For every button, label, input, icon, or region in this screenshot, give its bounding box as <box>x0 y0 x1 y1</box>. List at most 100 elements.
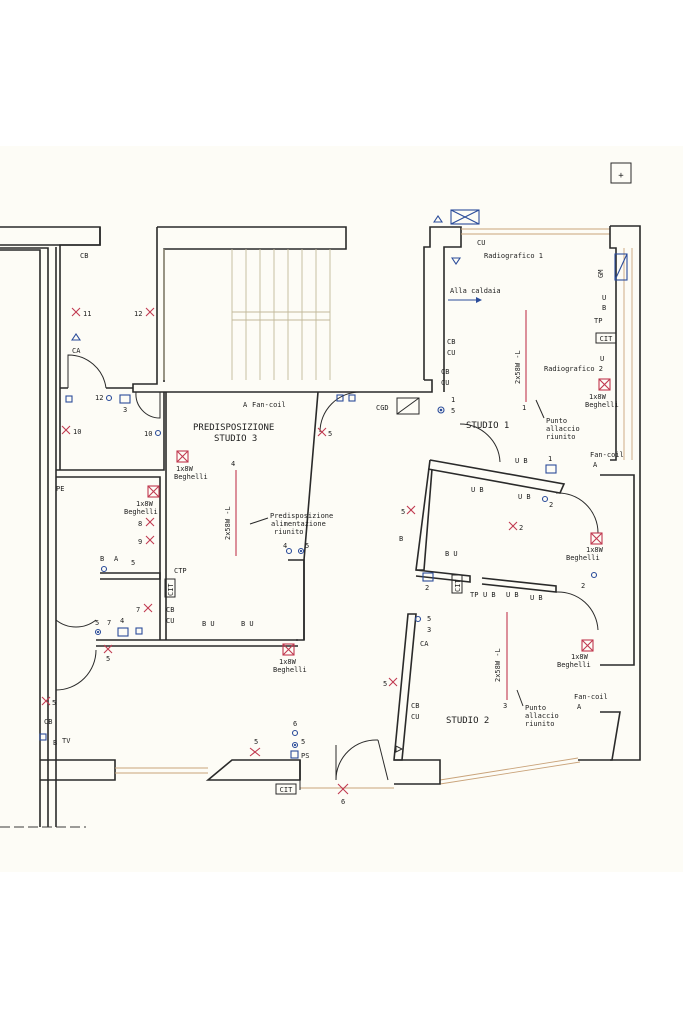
svg-text:B: B <box>53 739 57 747</box>
studio2-lamp: 2x58W -L 3 <box>494 612 508 710</box>
svg-text:U B: U B <box>506 591 519 599</box>
svg-text:CA: CA <box>420 640 429 648</box>
svg-text:12: 12 <box>95 394 103 402</box>
svg-text:Beghelli: Beghelli <box>585 401 619 409</box>
svg-text:10: 10 <box>144 430 152 438</box>
beghelli-right-upper: 1x8W Beghelli 2 <box>566 532 604 590</box>
svg-text:3: 3 <box>427 626 431 634</box>
svg-text:STUDIO 3: STUDIO 3 <box>214 434 257 444</box>
svg-text:U B: U B <box>530 594 543 602</box>
svg-text:2: 2 <box>519 524 523 532</box>
svg-text:5: 5 <box>328 430 332 438</box>
svg-text:Radiografico 2: Radiografico 2 <box>544 365 603 373</box>
svg-text:A: A <box>593 461 598 469</box>
svg-text:U B: U B <box>515 457 528 465</box>
svg-text:PS: PS <box>301 752 309 760</box>
svg-text:CB: CB <box>441 368 449 376</box>
radiografico-2-unit: GM U B TP CIT U Radiografico 2 <box>544 253 628 373</box>
svg-text:Fan-coil: Fan-coil <box>574 693 608 701</box>
svg-text:allaccio: allaccio <box>546 425 580 433</box>
svg-text:Predisposizione: Predisposizione <box>270 512 333 520</box>
svg-text:CB: CB <box>80 252 88 260</box>
svg-text:1: 1 <box>548 455 552 463</box>
studio3-sockets: CTP CIT CB CU B U B U <box>164 567 254 628</box>
svg-text:6: 6 <box>293 720 297 728</box>
beghelli-studio2: 1x8W Beghelli <box>557 639 594 669</box>
svg-text:B U: B U <box>241 620 254 628</box>
svg-text:2: 2 <box>549 501 553 509</box>
svg-text:CIT: CIT <box>280 786 293 794</box>
fancoil-top: A Fan-coil <box>243 401 286 409</box>
zoom-button[interactable]: + <box>610 162 632 184</box>
studio1-lamp: 2x58W -L 1 <box>514 310 527 412</box>
studio1-left-sockets: CB CU CB CU 1 5 CGD <box>336 338 455 415</box>
room-studio1: STUDIO 1 <box>466 421 509 431</box>
svg-text:1x8W: 1x8W <box>176 465 194 473</box>
svg-text:CU: CU <box>166 617 174 625</box>
left-rooms-symbols: CB 11 12 CA 12 3 10 10 PE 1x8W Beghelli … <box>39 252 162 747</box>
room-studio2: STUDIO 2 <box>446 716 489 726</box>
svg-text:TP: TP <box>594 317 602 325</box>
svg-text:10: 10 <box>73 428 81 436</box>
svg-text:4: 4 <box>120 617 124 625</box>
svg-text:2x58W -L: 2x58W -L <box>514 350 522 384</box>
svg-text:1: 1 <box>451 396 455 404</box>
entrance-symbols: 5 6 5 PS CIT 6 <box>249 720 349 806</box>
svg-text:Punto: Punto <box>546 417 567 425</box>
arrow-caldaia <box>448 297 482 303</box>
svg-text:U B: U B <box>483 591 496 599</box>
svg-text:5: 5 <box>95 619 99 627</box>
radiografico-1-unit: CU Radiografico 1 <box>432 209 543 265</box>
svg-text:Beghelli: Beghelli <box>557 661 591 669</box>
beghelli-studio1: 1x8W Beghelli <box>585 378 619 409</box>
svg-text:CU: CU <box>477 239 485 247</box>
svg-text:1x8W: 1x8W <box>586 546 604 554</box>
svg-text:5: 5 <box>106 655 110 663</box>
svg-text:B U: B U <box>445 550 458 558</box>
svg-text:5: 5 <box>301 738 305 746</box>
svg-text:A: A <box>243 401 248 409</box>
svg-text:5: 5 <box>383 680 387 688</box>
fancoil-studio2: Fan-coil A <box>574 693 608 711</box>
svg-text:7: 7 <box>136 606 140 614</box>
svg-text:5: 5 <box>427 615 431 623</box>
svg-text:U: U <box>600 355 604 363</box>
beghelli-corridor: 1x8W Beghelli <box>273 643 307 674</box>
svg-text:8: 8 <box>138 520 142 528</box>
svg-text:1x8W: 1x8W <box>136 500 154 508</box>
studio2-punto-allaccio: Punto allaccio riunito <box>516 689 559 728</box>
svg-text:riunito: riunito <box>274 528 304 536</box>
svg-text:Punto: Punto <box>525 704 546 712</box>
svg-text:CU: CU <box>441 379 449 387</box>
svg-text:CTP: CTP <box>174 567 187 575</box>
svg-text:3: 3 <box>123 406 127 414</box>
svg-text:A: A <box>114 555 119 563</box>
svg-text:B: B <box>399 535 403 543</box>
svg-text:5: 5 <box>131 559 135 567</box>
svg-text:U B: U B <box>518 493 531 501</box>
svg-text:CB: CB <box>44 718 52 726</box>
svg-text:5: 5 <box>451 407 455 415</box>
svg-text:CIT: CIT <box>600 335 613 343</box>
svg-text:Beghelli: Beghelli <box>566 554 600 562</box>
svg-text:2x58W -L: 2x58W -L <box>494 648 502 682</box>
svg-text:allaccio: allaccio <box>525 712 559 720</box>
svg-text:2x58W -L: 2x58W -L <box>224 506 232 540</box>
svg-text:1x8W: 1x8W <box>589 393 607 401</box>
svg-text:1x8W: 1x8W <box>571 653 589 661</box>
interior-walls <box>56 387 566 761</box>
svg-text:Beghelli: Beghelli <box>124 508 158 516</box>
svg-text:1: 1 <box>522 404 526 412</box>
svg-text:5: 5 <box>305 542 309 550</box>
svg-text:12: 12 <box>134 310 142 318</box>
studio1-punto-allaccio: Punto allaccio riunito <box>535 399 580 441</box>
svg-text:5: 5 <box>401 508 405 516</box>
svg-text:U B: U B <box>471 486 484 494</box>
svg-text:A: A <box>577 703 582 711</box>
svg-text:CB: CB <box>411 702 419 710</box>
svg-text:2: 2 <box>581 582 585 590</box>
svg-text:riunito: riunito <box>546 433 576 441</box>
svg-text:CB: CB <box>447 338 455 346</box>
svg-text:5: 5 <box>52 699 56 707</box>
